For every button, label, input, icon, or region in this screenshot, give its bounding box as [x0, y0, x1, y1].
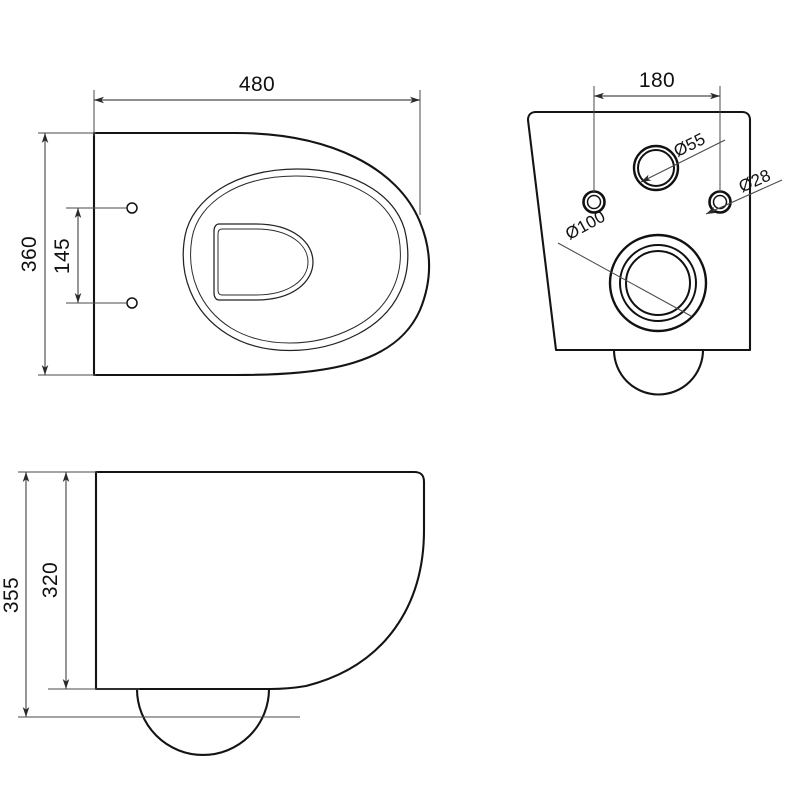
- side-overall-height-label: 355: [0, 577, 23, 613]
- side-body-height-label: 320: [39, 562, 62, 598]
- top-view-opening-inner: [217, 228, 309, 296]
- rear-bolt-centres-label: 180: [639, 69, 675, 92]
- top-depth-label: 360: [18, 236, 41, 272]
- view-top: 480 360 145: [18, 73, 431, 377]
- dimension-side-overall-height: 355: [0, 471, 300, 718]
- dimension-side-body-height: 320: [39, 471, 140, 690]
- rear-view-bottom-bulge: [612, 348, 705, 396]
- rear-fixing-hole-right-inner: [712, 194, 728, 210]
- top-width-label: 480: [239, 73, 275, 96]
- dimension-top-depth: 360: [18, 132, 96, 376]
- dimension-top-width: 480: [93, 73, 421, 215]
- side-view-bottom-bulge: [135, 687, 271, 756]
- top-view-seat-outer: [182, 168, 409, 352]
- side-view-outline: [94, 470, 426, 691]
- rear-fixing-hole-left-inner: [586, 194, 602, 210]
- rear-outlet-inner-circle: [625, 250, 691, 316]
- dimension-rear-bolt-centres: 180: [593, 69, 721, 192]
- top-view-seat-inner: [190, 175, 401, 344]
- dimension-top-bolt-spacing: 145: [51, 207, 127, 304]
- rear-view-outline: [526, 110, 752, 352]
- rear-inlet-inner-circle: [637, 149, 675, 187]
- top-bolt-spacing-label: 145: [51, 238, 74, 274]
- view-side: 355 320: [0, 470, 426, 756]
- top-view-opening-outer: [213, 223, 314, 301]
- rear-outlet-outer-circle: [608, 233, 708, 333]
- rear-inlet-outer-circle: [632, 144, 680, 192]
- top-view-outline: [92, 131, 431, 377]
- rear-outlet-middle-circle: [619, 244, 697, 322]
